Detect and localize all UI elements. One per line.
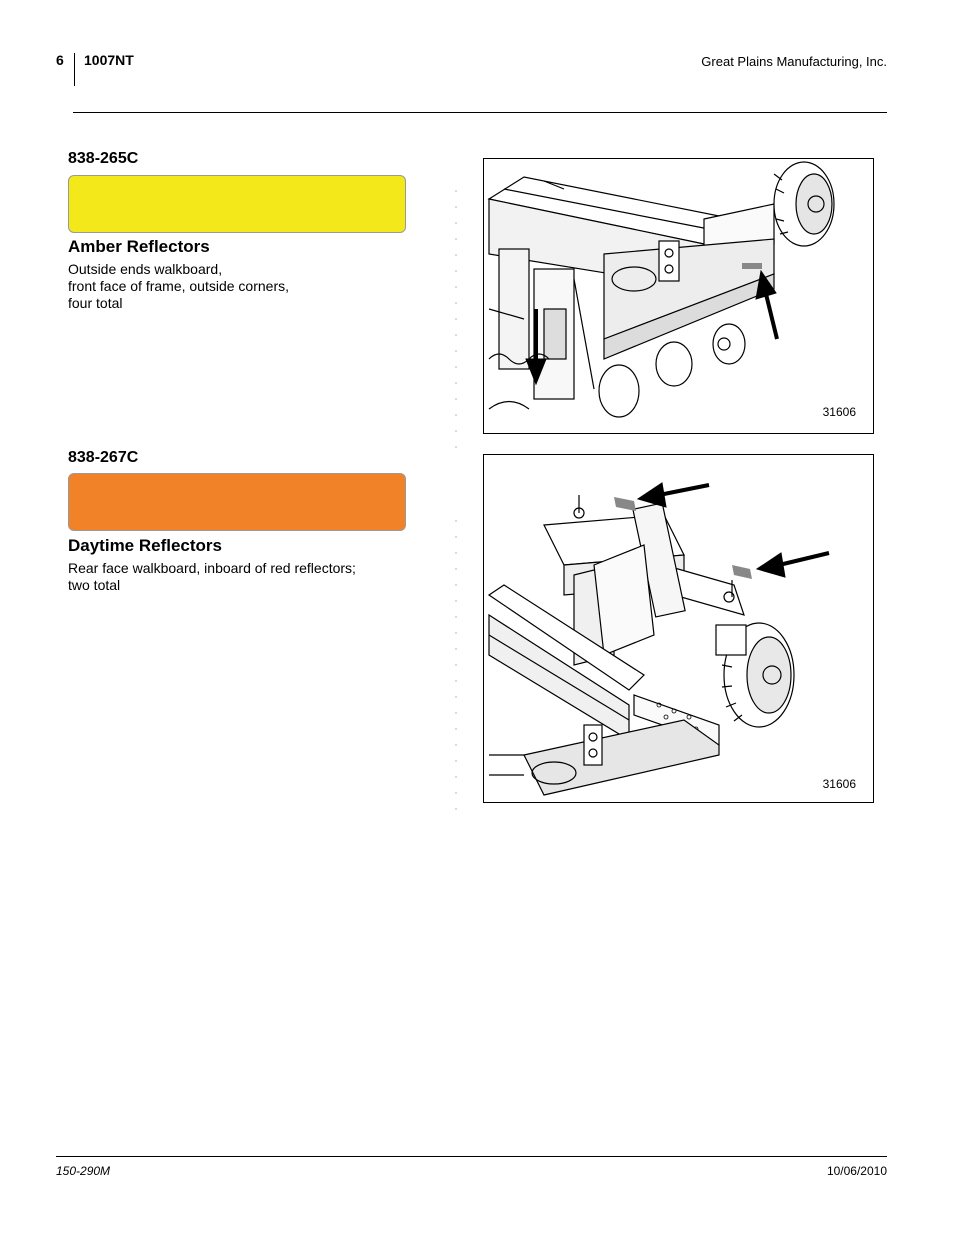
fold-marks xyxy=(455,190,457,450)
hitch-wheel-illustration xyxy=(487,482,830,796)
daytime-reflectors-description: Rear face walkboard, inboard of red refl… xyxy=(68,560,356,594)
model-name: 1007NT xyxy=(84,52,134,68)
figure-number: 31606 xyxy=(822,777,856,791)
amber-reflector-swatch xyxy=(68,175,406,233)
part-number-orange: 838-267C xyxy=(68,449,139,466)
amber-reflectors-description: Outside ends walkboard, front face of fr… xyxy=(68,261,289,312)
daytime-reflectors-title: Daytime Reflectors xyxy=(68,536,223,555)
header-rule xyxy=(73,112,887,113)
description-line: Rear face walkboard, inboard of red refl… xyxy=(68,560,356,576)
amber-reflector-figure: 31606 xyxy=(483,158,874,434)
daytime-reflector-swatch xyxy=(68,473,406,531)
figure-number: 31606 xyxy=(822,405,856,419)
part-number-amber: 838-265C xyxy=(68,150,139,167)
page-number: 6 xyxy=(56,52,64,68)
revision-date: 10/06/2010 xyxy=(826,1164,887,1178)
drill-frame-illustration xyxy=(487,161,835,418)
description-line: four total xyxy=(68,295,123,311)
fold-marks xyxy=(455,520,457,810)
footer-rule xyxy=(56,1156,887,1157)
daytime-reflector-figure: 31606 xyxy=(483,454,874,803)
company-name: Great Plains Manufacturing, Inc. xyxy=(701,54,887,69)
description-line: front face of frame, outside corners, xyxy=(68,278,289,294)
document-number: 150-290M xyxy=(56,1164,111,1178)
description-line: Outside ends walkboard, xyxy=(68,261,223,277)
header-divider xyxy=(74,53,75,86)
description-line: two total xyxy=(68,577,121,593)
amber-reflectors-title: Amber Reflectors xyxy=(68,237,210,256)
